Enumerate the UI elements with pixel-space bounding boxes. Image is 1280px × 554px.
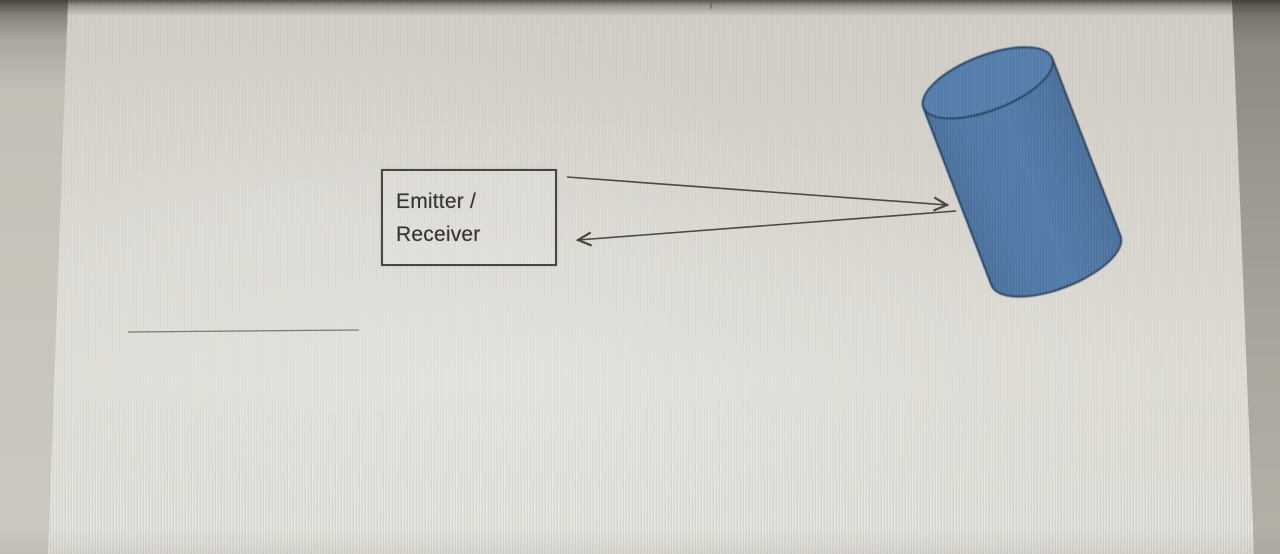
reflected-beam-arrow bbox=[578, 210, 957, 240]
emitter-label-line2: Receiver bbox=[396, 223, 481, 246]
top-bezel-shadow bbox=[0, 0, 1280, 16]
emitter-label-line1: Emitter / bbox=[396, 190, 476, 213]
emitted-beam-arrow bbox=[566, 176, 947, 205]
bottom-edge-shade bbox=[0, 528, 1280, 554]
emitter-receiver-box: Emitter / Receiver bbox=[381, 169, 557, 266]
horizontal-rule-line bbox=[127, 329, 360, 333]
